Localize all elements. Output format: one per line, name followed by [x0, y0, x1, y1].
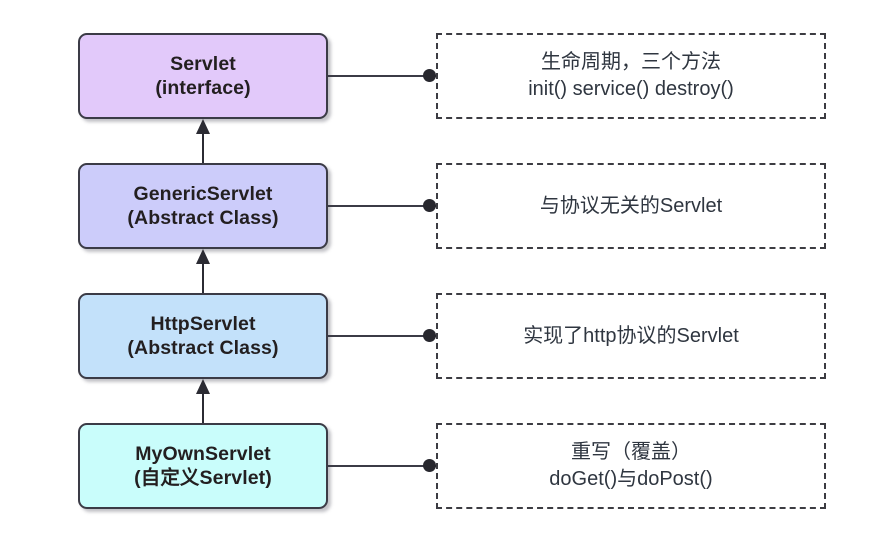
- leader-line-genericservlet-note: [328, 205, 436, 207]
- class-box-myownservlet[interactable]: MyOwnServlet (自定义Servlet): [78, 423, 328, 509]
- note-line: init() service() destroy(): [528, 78, 734, 100]
- class-subtitle: (Abstract Class): [127, 337, 279, 359]
- note-line: 重写（覆盖）: [571, 441, 691, 463]
- leader-dot-icon: [423, 459, 436, 472]
- note-box-myownservlet: 重写（覆盖） doGet()与doPost(): [436, 423, 826, 509]
- leader-line-servlet-note: [328, 75, 436, 77]
- leader-line-myownservlet-note: [328, 465, 436, 467]
- note-line: 生命周期，三个方法: [541, 51, 721, 73]
- inheritance-arrow-http-to-generic: [196, 249, 210, 293]
- arrow-shaft: [202, 391, 204, 423]
- leader-dot-icon: [423, 199, 436, 212]
- note-line: 与协议无关的Servlet: [539, 194, 723, 217]
- note-line: doGet()与doPost(): [549, 468, 713, 490]
- class-subtitle: (interface): [155, 77, 251, 99]
- leader-line-httpservlet-note: [328, 335, 436, 337]
- note-box-servlet: 生命周期，三个方法 init() service() destroy(): [436, 33, 826, 119]
- class-box-genericservlet[interactable]: GenericServlet (Abstract Class): [78, 163, 328, 249]
- class-title: MyOwnServlet: [135, 442, 271, 465]
- class-title: GenericServlet: [133, 182, 273, 205]
- note-box-genericservlet: 与协议无关的Servlet: [436, 163, 826, 249]
- arrow-shaft: [202, 131, 204, 163]
- class-box-httpservlet[interactable]: HttpServlet (Abstract Class): [78, 293, 328, 379]
- leader-dot-icon: [423, 69, 436, 82]
- arrow-head-icon: [196, 119, 210, 134]
- arrow-head-icon: [196, 249, 210, 264]
- note-box-httpservlet: 实现了http协议的Servlet: [436, 293, 826, 379]
- class-subtitle: (Abstract Class): [127, 207, 279, 229]
- class-box-servlet[interactable]: Servlet (interface): [78, 33, 328, 119]
- class-subtitle: (自定义Servlet): [134, 467, 272, 489]
- inheritance-arrow-generic-to-servlet: [196, 119, 210, 163]
- arrow-head-icon: [196, 379, 210, 394]
- arrow-shaft: [202, 261, 204, 293]
- class-title: HttpServlet: [150, 312, 256, 335]
- leader-dot-icon: [423, 329, 436, 342]
- note-line: 实现了http协议的Servlet: [523, 324, 739, 347]
- inheritance-arrow-myown-to-http: [196, 379, 210, 423]
- class-title: Servlet: [170, 52, 236, 75]
